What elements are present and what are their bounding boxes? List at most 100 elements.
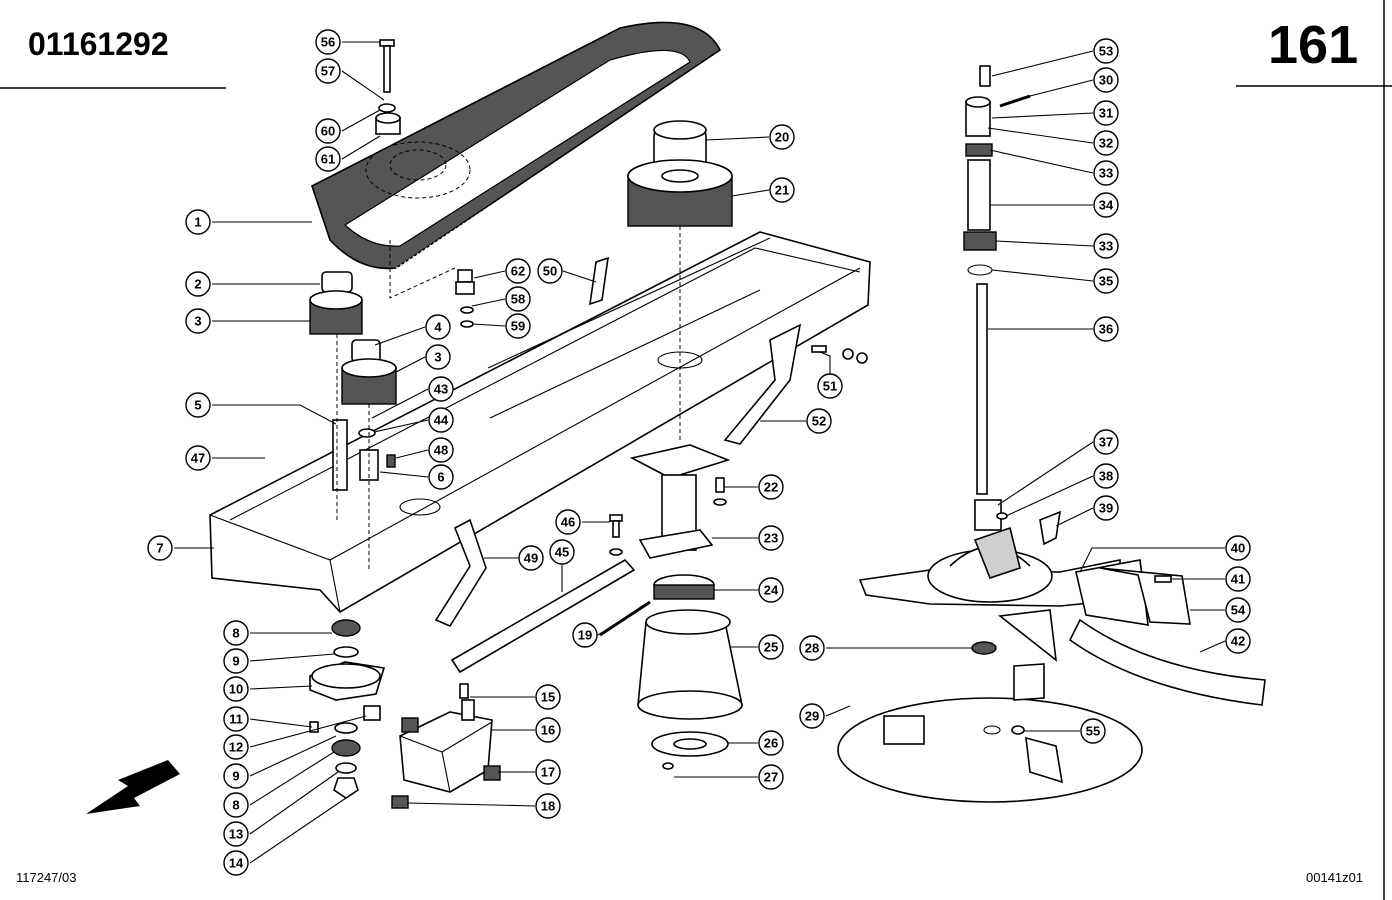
svg-text:21: 21 xyxy=(775,183,789,198)
callout: 48 xyxy=(428,437,454,463)
callout: 60 xyxy=(315,118,341,144)
hydraulic-motor xyxy=(391,683,501,809)
top-bolt-bearing xyxy=(375,39,475,328)
callout: 53 xyxy=(1093,38,1119,64)
svg-text:27: 27 xyxy=(764,770,778,785)
callout: 44 xyxy=(428,407,454,433)
svg-text:43: 43 xyxy=(434,382,448,397)
svg-text:33: 33 xyxy=(1099,239,1113,254)
callout: 49 xyxy=(518,545,544,571)
mower-disc xyxy=(837,663,1143,803)
svg-text:51: 51 xyxy=(823,379,837,394)
callout: 13 xyxy=(223,821,249,847)
pulley-ghost xyxy=(365,141,471,299)
callout: 35 xyxy=(1093,268,1119,294)
svg-text:11: 11 xyxy=(229,712,243,727)
svg-text:47: 47 xyxy=(191,451,205,466)
callout: 21 xyxy=(769,177,795,203)
callout: 56 xyxy=(315,29,341,55)
svg-text:41: 41 xyxy=(1231,572,1245,587)
callout: 36 xyxy=(1093,316,1119,342)
callout: 39 xyxy=(1093,495,1119,521)
svg-text:45: 45 xyxy=(555,545,569,560)
callout: 34 xyxy=(1093,192,1119,218)
callout: 51 xyxy=(817,373,843,399)
callout: 25 xyxy=(758,634,784,660)
svg-text:31: 31 xyxy=(1099,106,1113,121)
svg-text:39: 39 xyxy=(1099,501,1113,516)
callout: 4 xyxy=(425,314,451,340)
callout: 50 xyxy=(537,258,563,284)
callout: 12 xyxy=(223,734,249,760)
svg-text:8: 8 xyxy=(232,626,239,641)
callout: 1 xyxy=(185,209,211,235)
svg-text:50: 50 xyxy=(543,264,557,279)
svg-text:17: 17 xyxy=(541,765,555,780)
callout: 11 xyxy=(223,706,249,732)
callout: 57 xyxy=(315,58,341,84)
svg-text:58: 58 xyxy=(511,292,525,307)
drawing-code-right: 00141z01 xyxy=(1306,870,1364,885)
svg-text:54: 54 xyxy=(1231,603,1246,618)
svg-text:5: 5 xyxy=(194,398,201,413)
svg-text:18: 18 xyxy=(541,799,555,814)
svg-text:3: 3 xyxy=(434,350,441,365)
callout: 37 xyxy=(1093,429,1119,455)
callout: 45 xyxy=(549,539,575,565)
callout: 55 xyxy=(1080,718,1106,744)
svg-text:46: 46 xyxy=(561,515,575,530)
callout: 32 xyxy=(1093,130,1119,156)
svg-text:40: 40 xyxy=(1231,541,1245,556)
callout: 16 xyxy=(535,717,561,743)
callout: 2 xyxy=(185,271,211,297)
svg-text:9: 9 xyxy=(232,654,239,669)
svg-text:56: 56 xyxy=(321,35,335,50)
callout: 6 xyxy=(428,464,454,490)
svg-text:9: 9 xyxy=(232,769,239,784)
callout: 5 xyxy=(185,392,211,418)
callout: 58 xyxy=(505,286,531,312)
callout: 10 xyxy=(223,676,249,702)
callout: 18 xyxy=(535,793,561,819)
callout: 7 xyxy=(147,535,173,561)
svg-text:33: 33 xyxy=(1099,166,1113,181)
svg-text:23: 23 xyxy=(764,531,778,546)
callout: 26 xyxy=(758,730,784,756)
callout: 3 xyxy=(185,308,211,334)
right-shaft-stack xyxy=(963,65,1031,531)
svg-text:1: 1 xyxy=(194,215,201,230)
callout: 61 xyxy=(315,146,341,172)
svg-text:13: 13 xyxy=(229,827,243,842)
svg-text:53: 53 xyxy=(1099,44,1113,59)
svg-text:16: 16 xyxy=(541,723,555,738)
svg-text:14: 14 xyxy=(229,856,244,871)
drawing-code-left: 117247/03 xyxy=(16,870,77,885)
svg-text:3: 3 xyxy=(194,314,201,329)
leader-lines xyxy=(174,41,1226,864)
svg-text:32: 32 xyxy=(1099,136,1113,151)
svg-text:22: 22 xyxy=(764,480,778,495)
svg-text:42: 42 xyxy=(1231,634,1245,649)
svg-text:24: 24 xyxy=(764,583,779,598)
svg-text:26: 26 xyxy=(764,736,778,751)
callout: 27 xyxy=(758,764,784,790)
svg-text:55: 55 xyxy=(1086,724,1100,739)
callout: 59 xyxy=(505,313,531,339)
callout: 47 xyxy=(185,445,211,471)
callout: 41 xyxy=(1225,566,1251,592)
callout: 23 xyxy=(758,525,784,551)
callout: 8 xyxy=(223,620,249,646)
svg-text:15: 15 xyxy=(541,690,555,705)
svg-text:6: 6 xyxy=(437,470,444,485)
svg-text:34: 34 xyxy=(1099,198,1114,213)
callout: 9 xyxy=(223,648,249,674)
svg-text:35: 35 xyxy=(1099,274,1113,289)
callout: 17 xyxy=(535,759,561,785)
callout: 8 xyxy=(223,792,249,818)
part-number: 01161292 xyxy=(28,26,169,62)
callout: 46 xyxy=(555,509,581,535)
svg-text:4: 4 xyxy=(434,320,442,335)
svg-text:44: 44 xyxy=(434,413,449,428)
svg-text:57: 57 xyxy=(321,64,335,79)
